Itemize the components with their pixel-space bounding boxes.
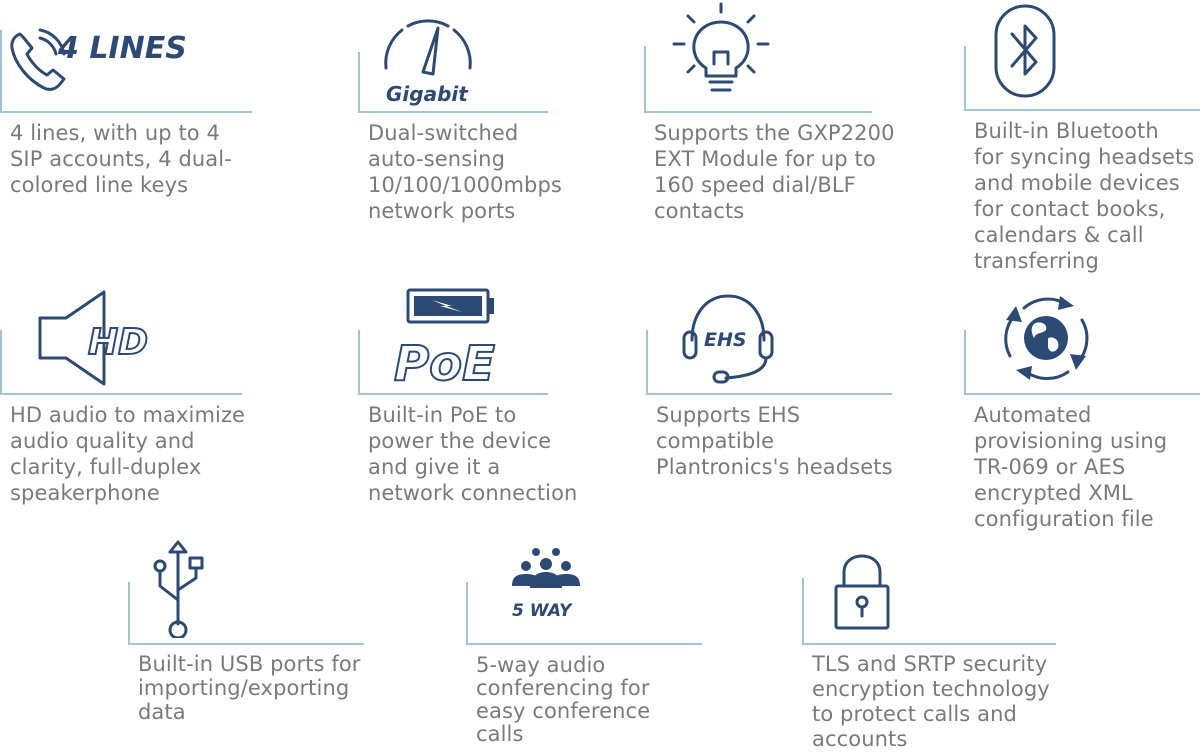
lines-badge-text: 4 LINES: [57, 31, 187, 66]
poe-badge-text: PoE: [394, 336, 495, 386]
conference-badge-text: 5 WAY: [512, 601, 573, 621]
gauge-icon: Gigabit: [378, 8, 478, 108]
lightbulb-icon: [666, 0, 776, 100]
speaker-hd-icon: HD: [36, 288, 166, 388]
padlock-icon: [832, 552, 892, 632]
ehs-badge-text: EHS: [704, 329, 747, 351]
usb-icon: [148, 538, 218, 640]
gigabit-badge-text: Gigabit: [386, 82, 469, 106]
phone-icon: 4 LINES: [6, 26, 196, 96]
people-group-icon: 5 WAY: [506, 546, 586, 628]
globe-sync-icon: [996, 290, 1096, 386]
bluetooth-icon: [990, 2, 1060, 102]
hd-badge-text: HD: [88, 322, 148, 363]
battery-poe-icon: PoE: [388, 286, 498, 393]
headset-icon: EHS: [678, 288, 778, 388]
